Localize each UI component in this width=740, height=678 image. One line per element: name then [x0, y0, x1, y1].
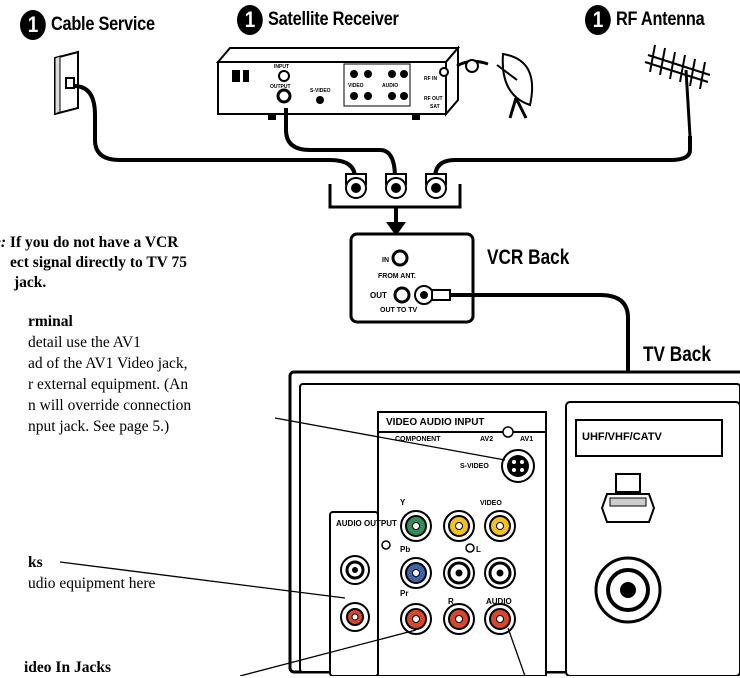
step-badge-icon: 1	[237, 5, 263, 35]
vcr-note: e: If you do not have a VCR ect signal d…	[0, 233, 187, 293]
satellite-receiver-box: INPUT OUTPUT S-VIDEO VIDEO AUDIO RF IN R…	[215, 45, 461, 120]
tv-label-pr: Pr	[400, 589, 408, 598]
header-cable-service-label: Cable Service	[50, 14, 155, 35]
tv-back-label: TV Back	[643, 343, 711, 366]
step-badge-icon: 1	[20, 10, 46, 40]
tv-label-y: Y	[400, 498, 406, 507]
video-in-heading: ideo In Jacks	[24, 659, 111, 676]
cable-connector-group	[328, 173, 462, 236]
receiver-label-output: OUTPUT	[270, 84, 291, 90]
cable-wall-outlet	[54, 50, 79, 116]
tv-panel-title: VIDEO AUDIO INPUT	[386, 417, 485, 428]
terminal-heading: rminal	[28, 313, 73, 330]
tv-label-audio: AUDIO	[486, 597, 512, 606]
rf-antenna-icon	[644, 44, 711, 137]
tv-rca-jacks	[400, 510, 516, 635]
receiver-label-rf-in: RF IN	[424, 76, 437, 82]
audio-output-paragraph: ks udio equipment here	[28, 552, 155, 594]
tv-label-audio-output: AUDIO OUTPUT	[336, 519, 397, 528]
terminal-paragraph: rminal detail use the AV1 ad of the AV1 …	[28, 311, 191, 437]
receiver-label-svideo: S-VIDEO	[310, 88, 331, 94]
terminal-line: nput jack. See page 5.)	[28, 418, 170, 435]
vcr-note-line1: If you do not have a VCR	[6, 234, 179, 251]
audio-output-r-jack	[340, 602, 370, 632]
receiver-label-input: INPUT	[274, 64, 289, 70]
tv-label-component: COMPONENT	[395, 436, 441, 443]
terminal-line: detail use the AV1	[28, 334, 141, 351]
vcr-back-panel: IN FROM ANT. OUT OUT TO TV	[349, 232, 475, 324]
header-rf-antenna-label: RF Antenna	[615, 9, 705, 30]
tv-label-svideo: S-VIDEO	[460, 463, 489, 470]
tv-label-video: VIDEO	[480, 500, 502, 507]
callout-lines	[59, 417, 526, 676]
vcr-label-out: OUT	[370, 291, 387, 300]
tv-label-r: R	[448, 597, 454, 606]
audio-output-heading: ks	[28, 554, 43, 571]
tv-label-uhf-vhf: UHF/VHF/CATV	[582, 431, 663, 443]
terminal-line: n will override connection	[28, 397, 192, 414]
receiver-label-sat: SAT	[430, 104, 440, 110]
vcr-to-tv-cable	[450, 293, 630, 480]
receiver-label-audio: AUDIO	[382, 83, 398, 89]
source-cables	[73, 84, 692, 179]
video-in-paragraph: ideo In Jacks	[24, 657, 111, 678]
terminal-line: r external equipment. (An	[28, 376, 189, 393]
tv-label-av2: AV2	[480, 436, 493, 443]
vcr-note-line3: jack.	[14, 274, 47, 291]
receiver-label-video: VIDEO	[348, 83, 364, 89]
vcr-note-lead: e:	[0, 234, 7, 251]
receiver-label-rf-out: RF OUT	[424, 96, 443, 102]
satellite-dish-icon	[456, 52, 534, 119]
vcr-note-line2: ect signal directly to TV 75	[10, 254, 187, 271]
vcr-back-label: VCR Back	[487, 246, 570, 269]
vcr-label-from-ant: FROM ANT.	[378, 273, 416, 280]
tv-label-av1: AV1	[520, 436, 533, 443]
audio-output-l-jack	[340, 555, 370, 585]
vcr-label-in: IN	[382, 257, 389, 264]
step-badge-icon: 1	[585, 5, 611, 35]
tv-back-panel: VIDEO AUDIO INPUT COMPONENT AV2 AV1 S-VI…	[288, 370, 740, 676]
header-satellite-receiver-label: Satellite Receiver	[267, 9, 399, 30]
tv-label-pb: Pb	[400, 545, 410, 554]
terminal-line: ad of the AV1 Video jack,	[28, 355, 188, 372]
audio-output-line: udio equipment here	[28, 575, 156, 592]
tv-rf-connector	[594, 473, 662, 624]
vcr-label-out-to-tv: OUT TO TV	[380, 307, 418, 314]
tv-label-l: L	[476, 545, 481, 554]
